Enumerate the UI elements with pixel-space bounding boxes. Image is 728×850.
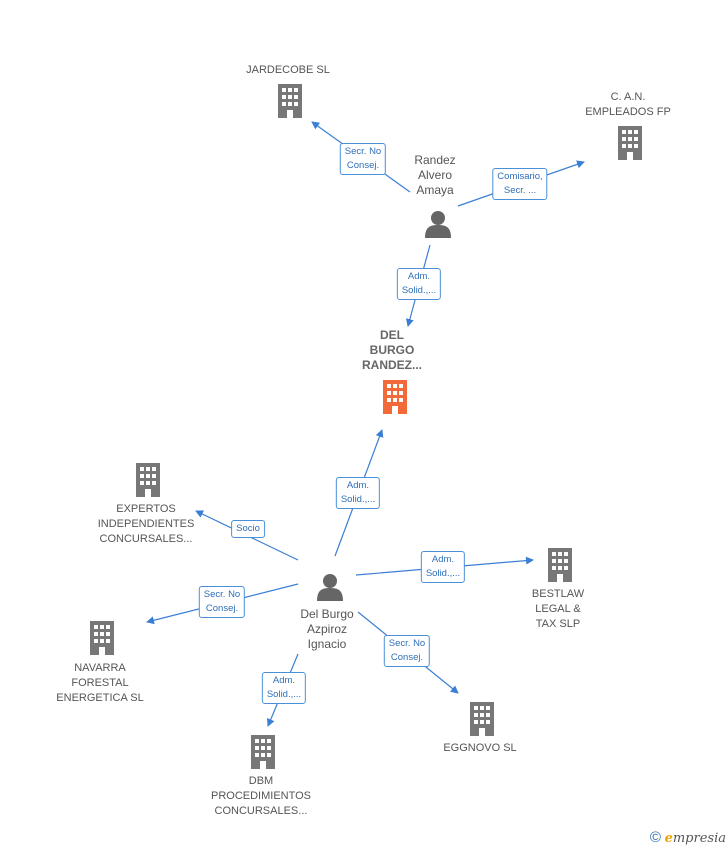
building-icon[interactable] [249,735,277,769]
node-label-delburgo-azpiroz[interactable]: Del Burgo Azpiroz Ignacio [300,607,354,651]
node-label-navarra[interactable]: NAVARRA FORESTAL ENERGETICA SL [56,662,144,704]
building-icon[interactable] [468,702,496,736]
node-label-bestlaw[interactable]: BESTLAW LEGAL & TAX SLP [531,588,585,630]
building-icon[interactable] [616,126,644,160]
edge-lines [146,121,585,727]
person-icon[interactable] [424,210,452,238]
copyright-symbol: © [649,829,661,846]
brand-logo-letter: e [664,831,673,846]
edge-label-randez-can[interactable]: Comisario, Secr. ... [492,168,548,200]
edge-label-randez-delburgo[interactable]: Adm. Solid.,... [396,268,442,300]
node-label-delburgo-randez[interactable]: DEL BURGO RANDEZ... [362,328,422,372]
brand-watermark: © empresia [650,829,726,846]
brand-logo-name: mpresia [672,831,726,846]
building-icon[interactable] [546,548,574,582]
node-label-jardecobe[interactable]: JARDECOBE SL [246,64,330,76]
edge-label-azpiroz-navarra[interactable]: Secr. No Consej. [198,586,246,618]
building-icon[interactable] [381,380,409,414]
node-label-expertos[interactable]: EXPERTOS INDEPENDIENTES CONCURSALES... [97,503,195,545]
building-icon[interactable] [88,621,116,655]
node-label-eggnovo[interactable]: EGGNOVO SL [443,742,517,754]
edge-label-azpiroz-eggnovo[interactable]: Secr. No Consej. [383,635,431,667]
person-icon[interactable] [316,573,344,601]
edge-label-azpiroz-dbm[interactable]: Adm. Solid.,... [261,672,307,704]
building-icon[interactable] [134,463,162,497]
node-label-randez[interactable]: Randez Alvero Amaya [414,153,456,197]
node-label-dbm[interactable]: DBM PROCEDIMIENTOS CONCURSALES... [210,775,312,817]
building-icon[interactable] [276,84,304,118]
edge-label-azpiroz-delburgo[interactable]: Adm. Solid.,... [335,477,381,509]
edge-label-azpiroz-bestlaw[interactable]: Adm. Solid.,... [420,551,466,583]
edge-label-randez-jardecobe[interactable]: Secr. No Consej. [339,143,387,175]
node-label-can[interactable]: C. A.N. EMPLEADOS FP [585,91,671,118]
edge-label-azpiroz-expertos[interactable]: Socio [231,520,265,538]
